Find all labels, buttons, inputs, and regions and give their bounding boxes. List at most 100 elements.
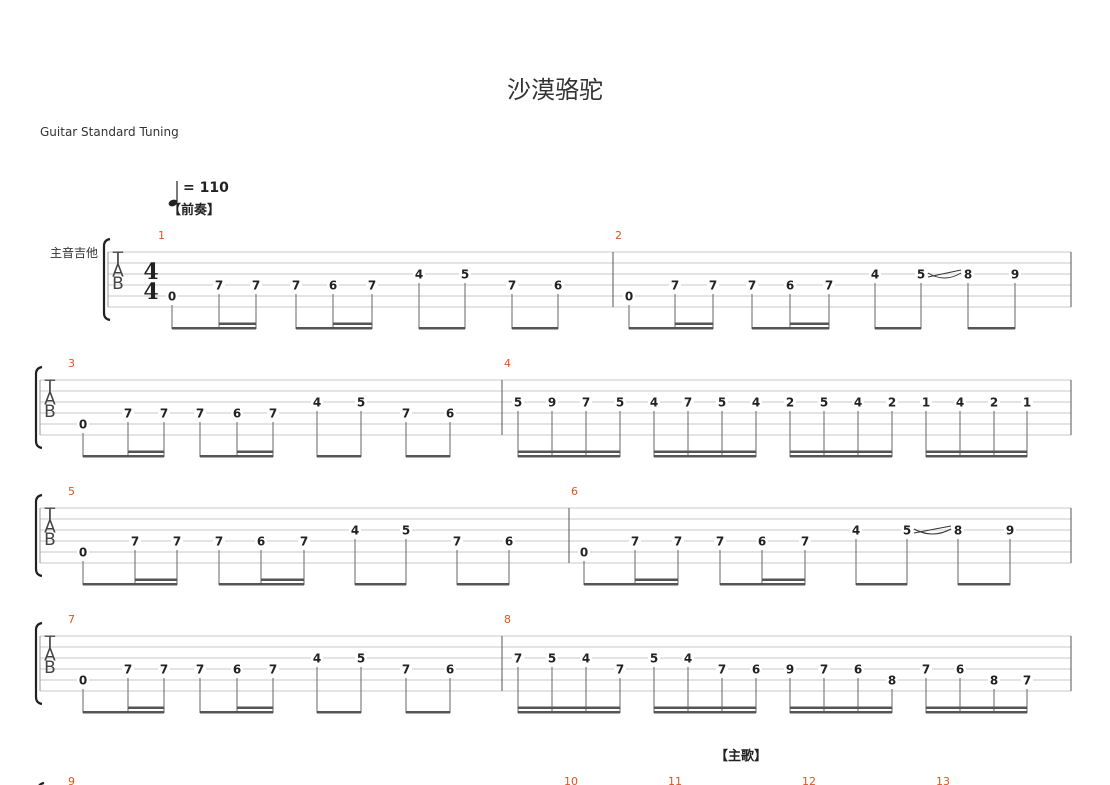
fret-number-backing — [920, 662, 932, 675]
tab-clef-letter: T — [44, 377, 56, 397]
fret-number-backing — [756, 534, 768, 547]
fret-number: 6 — [956, 663, 964, 677]
fret-number-backing — [886, 673, 898, 686]
fret-number: 7 — [269, 407, 277, 421]
tab-clef-letter: B — [44, 530, 56, 550]
beam-eighth — [317, 455, 361, 458]
fret-number-backing — [546, 395, 558, 408]
fret-number-backing — [122, 406, 134, 419]
fret-number-backing — [823, 278, 835, 291]
fret-number-backing — [850, 523, 862, 536]
fret-number: 5 — [718, 396, 726, 410]
fret-number-backing — [962, 267, 974, 280]
fret-number: 7 — [820, 663, 828, 677]
fret-number-backing — [546, 651, 558, 664]
beam-sixteenth — [675, 322, 713, 325]
fret-number-backing — [648, 651, 660, 664]
beam-eighth — [518, 711, 620, 714]
fret-number-backing — [77, 673, 89, 686]
fret-number-backing — [327, 278, 339, 291]
beam-eighth — [172, 327, 256, 330]
fret-number-backing — [915, 267, 927, 280]
fret-number: 4 — [684, 652, 692, 666]
measure-number: 3 — [68, 357, 75, 370]
fret-number: 7 — [215, 535, 223, 549]
fret-number-backing — [869, 267, 881, 280]
fret-number: 6 — [233, 663, 241, 677]
measure-number: 5 — [68, 485, 75, 498]
fret-number: 7 — [631, 535, 639, 549]
beam-sixteenth — [654, 706, 756, 709]
fret-number-backing — [122, 662, 134, 675]
fret-number-backing — [716, 395, 728, 408]
fret-number: 7 — [402, 663, 410, 677]
fret-number-backing — [614, 395, 626, 408]
slide-line — [913, 525, 952, 534]
fret-number: 4 — [650, 396, 658, 410]
fret-number: 6 — [758, 535, 766, 549]
section-label-intro: 【前奏】 — [168, 203, 221, 218]
tempo-marking: = 110 — [183, 180, 229, 196]
fret-number-backing — [166, 289, 178, 302]
fret-number: 6 — [446, 407, 454, 421]
fret-number: 7 — [671, 279, 679, 293]
beam-eighth — [958, 583, 1010, 586]
fret-number-backing — [920, 395, 932, 408]
beam-sixteenth — [237, 706, 273, 709]
beam-eighth — [83, 455, 164, 458]
fret-number-backing — [954, 395, 966, 408]
fret-number-backing — [506, 278, 518, 291]
quarter-note-icon — [168, 181, 178, 207]
beam-eighth — [752, 327, 829, 330]
measure-number: 10 — [564, 775, 578, 785]
fret-number: 0 — [79, 674, 87, 688]
beam-eighth — [406, 455, 450, 458]
fret-number: 7 — [131, 535, 139, 549]
measure-number: 13 — [936, 775, 950, 785]
fret-number: 7 — [748, 279, 756, 293]
fret-number-backing — [413, 267, 425, 280]
fret-number: 7 — [825, 279, 833, 293]
beam-eighth — [419, 327, 465, 330]
beam-sixteenth — [128, 450, 164, 453]
fret-number: 7 — [196, 407, 204, 421]
fret-number: 9 — [548, 396, 556, 410]
measure-number: 6 — [571, 485, 578, 498]
fret-number-backing — [623, 289, 635, 302]
fret-number-backing — [459, 267, 471, 280]
tab-clef-letter: T — [112, 249, 124, 269]
beam-sixteenth — [635, 578, 678, 581]
measure-number: 8 — [504, 613, 511, 626]
fret-number: 0 — [625, 290, 633, 304]
tab-clef-letter: B — [44, 402, 56, 422]
fret-number: 7 — [368, 279, 376, 293]
fret-number: 6 — [752, 663, 760, 677]
fret-number-backing — [77, 545, 89, 558]
fret-number-backing — [552, 278, 564, 291]
fret-number-backing — [194, 406, 206, 419]
fret-number-backing — [213, 278, 225, 291]
system-bracket — [34, 365, 43, 450]
fret-number-backing — [311, 395, 323, 408]
fret-number-backing — [784, 395, 796, 408]
beam-eighth — [200, 455, 273, 458]
fret-number-backing — [716, 662, 728, 675]
fret-number-backing — [954, 662, 966, 675]
fret-number: 7 — [402, 407, 410, 421]
fret-number: 4 — [752, 396, 760, 410]
fret-number-backing — [171, 534, 183, 547]
fret-number: 7 — [300, 535, 308, 549]
section-label-verse: 【主歌】 — [715, 749, 768, 764]
measure-number: 1 — [158, 229, 165, 242]
fret-number: 7 — [292, 279, 300, 293]
tab-clef-letter: T — [44, 633, 56, 653]
beam-eighth — [790, 711, 892, 714]
tuning-label: Guitar Standard Tuning — [40, 125, 179, 139]
fret-number: 4 — [854, 396, 862, 410]
fret-number: 1 — [922, 396, 930, 410]
measure-number: 4 — [504, 357, 511, 370]
fret-number: 6 — [505, 535, 513, 549]
beam-sixteenth — [790, 706, 892, 709]
fret-number-backing — [267, 406, 279, 419]
